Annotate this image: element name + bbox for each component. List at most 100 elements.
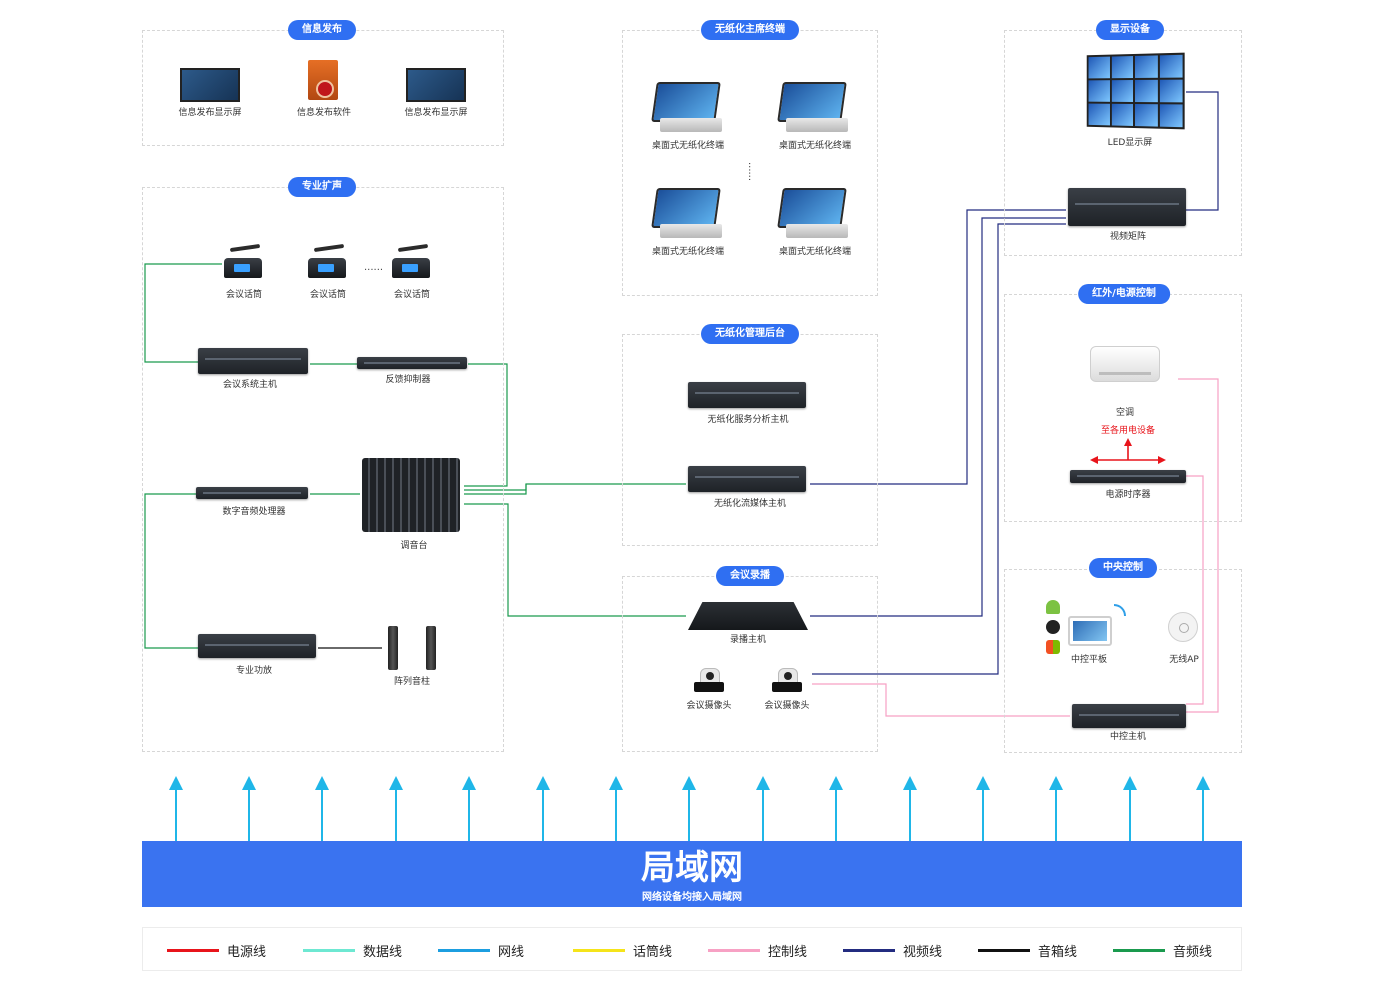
lan-arrow-4	[389, 776, 403, 841]
line-array-left-device	[388, 626, 398, 670]
video-line-recorder-to-matrix	[810, 217, 1066, 617]
mic-3-label: 会议话筒	[393, 290, 431, 300]
legend-swatch-power	[167, 949, 219, 952]
info-software-label: 信息发布软件	[296, 108, 352, 118]
section-title-pro-audio: 专业扩声	[288, 177, 356, 197]
camera-1-label: 会议摄像头	[686, 701, 732, 711]
feedback-suppressor-label: 反馈抑制器	[385, 375, 431, 385]
conf-host-device	[198, 348, 308, 374]
dsp-label: 数字音频处理器	[222, 507, 286, 517]
power-arrow-up	[1124, 438, 1132, 446]
info-screen-1-label: 信息发布显示屏	[178, 108, 242, 118]
power-arrow-left	[1090, 456, 1098, 464]
led-screen-label: LED显示屏	[1107, 138, 1153, 148]
terminal-1-device	[651, 82, 726, 134]
video-line-led-to-matrix	[1186, 91, 1219, 211]
lan-bar: 局域网 网络设备均接入局域网	[142, 841, 1242, 907]
control-tablet-device	[1068, 616, 1112, 646]
control-host-label: 中控主机	[1109, 732, 1147, 742]
lan-arrow-1	[169, 776, 183, 841]
lan-arrow-5	[462, 776, 476, 841]
led-screen-device	[1086, 52, 1185, 130]
terminal-dots: ......	[746, 161, 758, 182]
mic-3-device	[392, 243, 432, 280]
audio-line-mixer-to-recorder	[464, 503, 686, 617]
amplifier-device	[198, 634, 316, 658]
legend-item-mic: 话筒线	[573, 941, 672, 960]
legend: 电源线 数据线 网线 话筒线 控制线 视频线 音箱线 音频线	[142, 927, 1242, 971]
recording-host-device	[688, 602, 808, 630]
lan-arrow-7	[609, 776, 623, 841]
lan-arrow-13	[1049, 776, 1063, 841]
mic-2-label: 会议话筒	[309, 290, 347, 300]
legend-item-network: 网线	[438, 941, 524, 960]
legend-item-speaker: 音箱线	[978, 941, 1077, 960]
legend-item-control: 控制线	[708, 941, 807, 960]
android-icon	[1046, 600, 1060, 614]
video-line-camera-to-matrix	[812, 223, 1066, 675]
section-title-recording: 会议录播	[716, 566, 784, 586]
legend-item-power: 电源线	[167, 941, 266, 960]
terminal-3-label: 桌面式无纸化终端	[651, 247, 725, 257]
video-line-media-to-matrix	[810, 209, 1066, 485]
apple-icon	[1046, 620, 1060, 634]
terminal-2-device	[777, 82, 852, 134]
audio-line-mixer-to-recording	[464, 484, 527, 495]
dsp-device	[196, 487, 308, 499]
legend-swatch-video	[843, 949, 895, 952]
control-line-camera	[812, 683, 1070, 717]
section-title-ir-power: 红外/电源控制	[1078, 284, 1170, 304]
audio-line-feedback-to-mixer	[464, 363, 508, 487]
audio-line-mic-to-host	[144, 263, 222, 363]
service-host-device	[688, 382, 806, 408]
info-software-icon	[308, 60, 338, 100]
mic-dots: ......	[364, 262, 384, 273]
legend-label-control: 控制线	[768, 945, 808, 960]
lan-arrow-12	[976, 776, 990, 841]
lan-arrow-2	[242, 776, 256, 841]
lan-arrow-9	[756, 776, 770, 841]
control-host-device	[1072, 704, 1186, 728]
info-screen-2-device	[406, 68, 466, 102]
legend-label-mic: 话筒线	[633, 945, 673, 960]
conf-host-label: 会议系统主机	[222, 380, 278, 390]
windows-icon	[1046, 640, 1060, 654]
camera-2-device	[772, 668, 802, 694]
legend-label-audio: 音频线	[1173, 945, 1213, 960]
air-conditioner-label: 空调	[1115, 408, 1135, 418]
lan-arrow-15	[1196, 776, 1210, 841]
legend-swatch-speaker	[978, 949, 1030, 952]
legend-swatch-control	[708, 949, 760, 952]
terminal-3-device	[651, 188, 726, 240]
mic-2-device	[308, 243, 348, 280]
to-devices-label: 至各用电设备	[1100, 426, 1156, 436]
legend-label-video: 视频线	[903, 945, 943, 960]
mixer-device	[362, 458, 460, 532]
amplifier-label: 专业功放	[235, 666, 273, 676]
info-screen-1-device	[180, 68, 240, 102]
section-paperless-backend	[622, 334, 878, 546]
camera-2-label: 会议摄像头	[764, 701, 810, 711]
video-matrix-device	[1068, 188, 1186, 226]
wireless-ap-label: 无线AP	[1169, 655, 1199, 665]
service-host-label: 无纸化服务分析主机	[707, 415, 789, 425]
section-title-paperless-terminal: 无纸化主席终端	[701, 20, 799, 40]
section-title-info-publish: 信息发布	[288, 20, 356, 40]
feedback-suppressor-device	[357, 357, 467, 369]
lan-arrow-3	[315, 776, 329, 841]
lan-arrow-10	[829, 776, 843, 841]
control-line-sequencer	[1186, 475, 1204, 705]
section-title-central-control: 中央控制	[1089, 558, 1157, 578]
terminal-4-device	[777, 188, 852, 240]
terminal-2-label: 桌面式无纸化终端	[778, 141, 852, 151]
terminal-1-label: 桌面式无纸化终端	[651, 141, 725, 151]
wireless-ap-device	[1168, 612, 1198, 642]
legend-item-data: 数据线	[303, 941, 402, 960]
power-sequencer-device	[1070, 470, 1186, 483]
legend-swatch-network	[438, 949, 490, 952]
lan-arrow-11	[903, 776, 917, 841]
media-host-label: 无纸化流媒体主机	[713, 499, 787, 509]
legend-item-audio: 音频线	[1113, 941, 1212, 960]
mic-1-label: 会议话筒	[225, 290, 263, 300]
